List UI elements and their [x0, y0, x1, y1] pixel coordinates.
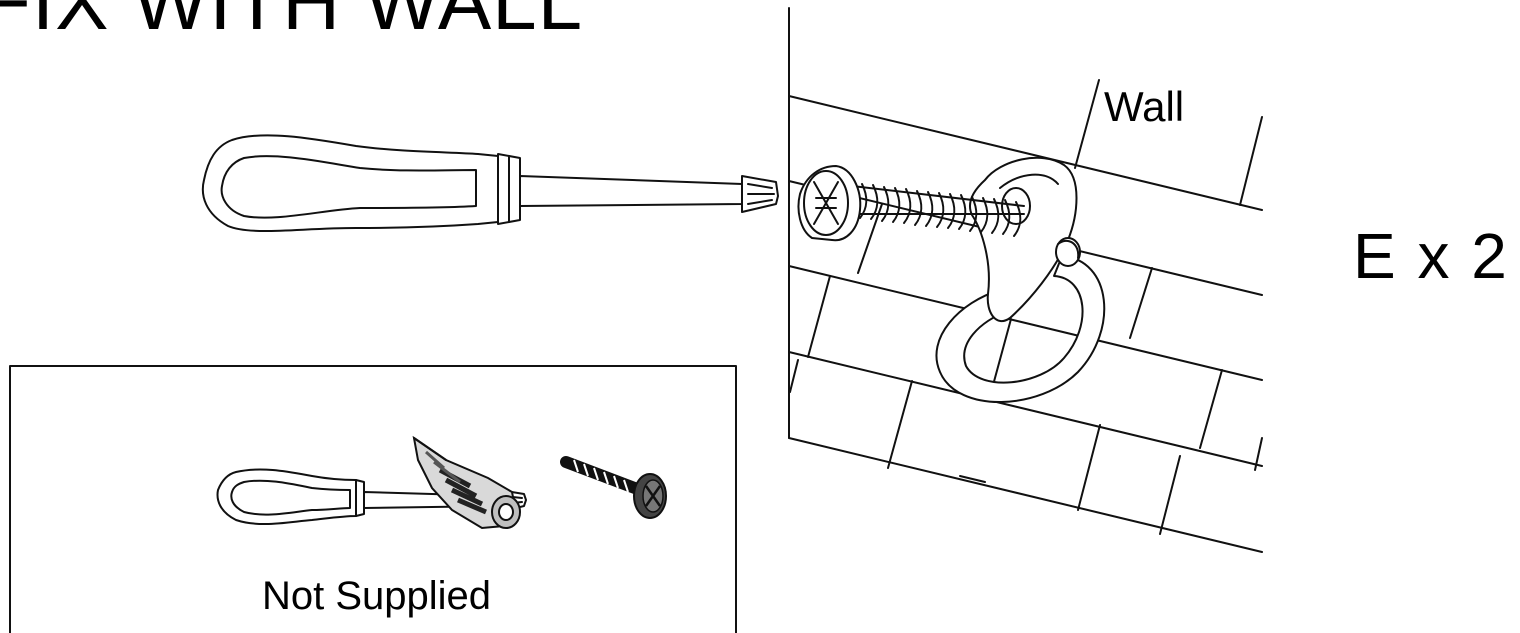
- quantity-label: E x 2: [1353, 220, 1509, 292]
- wall-label: Wall: [1104, 83, 1185, 130]
- wall-plug-icon: [412, 435, 521, 530]
- screw-icon: [797, 165, 1025, 242]
- wall-illustration: [788, 7, 1263, 553]
- screwdriver-icon: [201, 134, 779, 233]
- d-ring-hanger-icon: [935, 156, 1106, 403]
- not-supplied-label: Not Supplied: [262, 574, 492, 618]
- not-supplied-box: [9, 365, 737, 633]
- diagram-title: FIX WITH WALL: [0, 0, 584, 46]
- small-screw-icon: [560, 456, 667, 519]
